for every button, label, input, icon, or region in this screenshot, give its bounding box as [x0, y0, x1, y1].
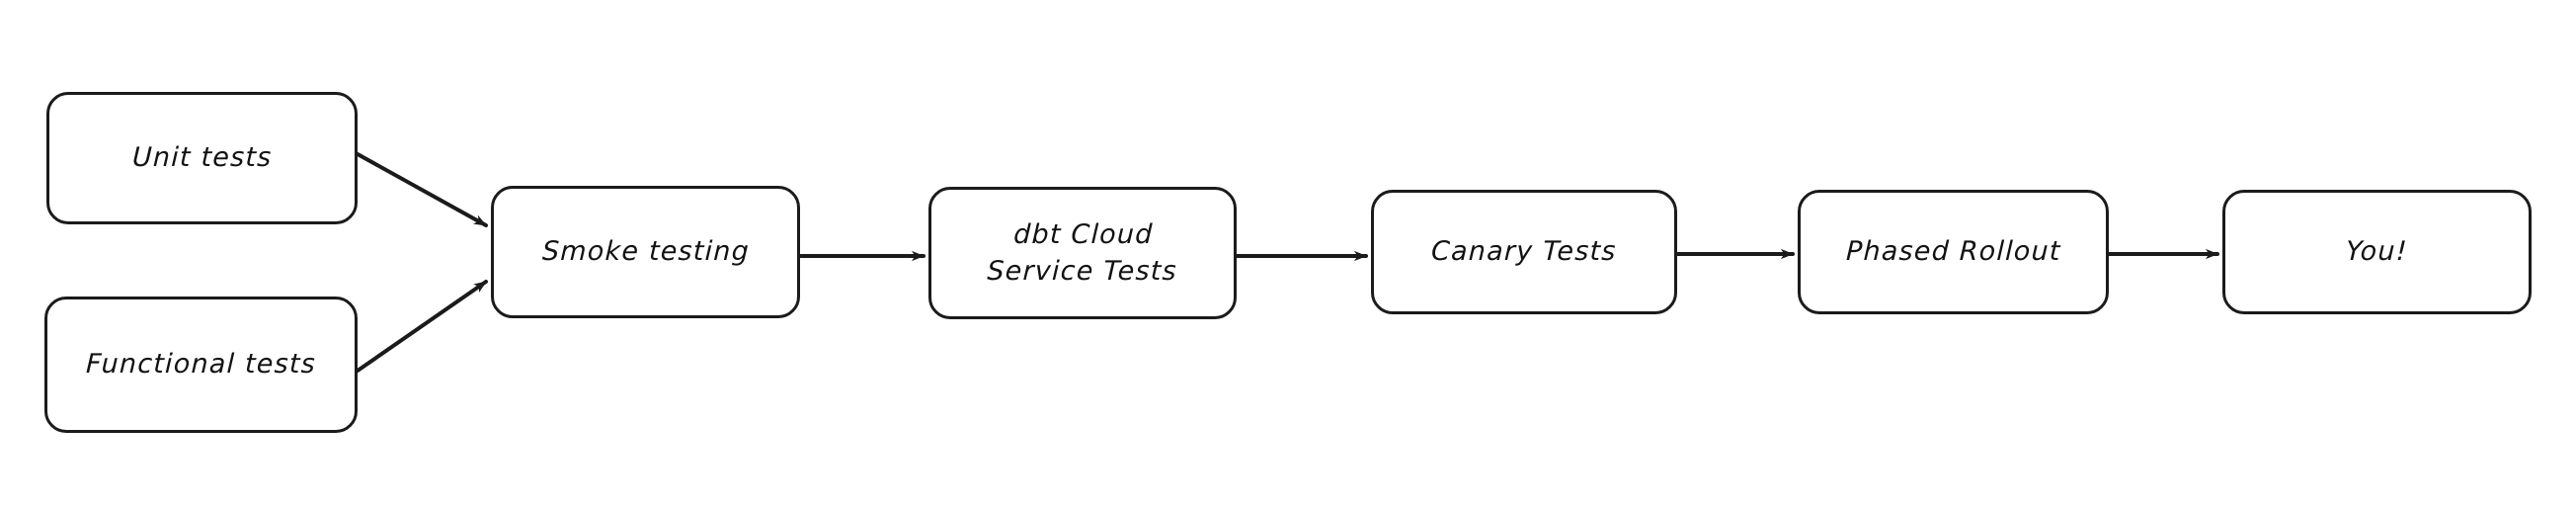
node-you[interactable]: You! — [2222, 190, 2532, 314]
node-label-canary-tests: Canary Tests — [1430, 236, 1618, 268]
node-label-smoke-testing: Smoke testing — [540, 236, 751, 268]
node-functional-tests[interactable]: Functional tests — [44, 297, 358, 433]
node-dbt-cloud-service-tests[interactable]: dbt Cloud Service Tests — [928, 187, 1237, 319]
node-unit-tests[interactable]: Unit tests — [46, 92, 358, 224]
edge-unit-to-smoke — [356, 152, 488, 227]
node-phased-rollout[interactable]: Phased Rollout — [1798, 190, 2109, 314]
edge-functional-to-smoke — [356, 280, 488, 373]
node-label-you: You! — [2345, 236, 2409, 268]
node-label-unit-tests: Unit tests — [131, 142, 273, 174]
node-smoke-testing[interactable]: Smoke testing — [491, 186, 800, 318]
node-canary-tests[interactable]: Canary Tests — [1371, 190, 1677, 314]
node-label-dbt-cloud-service-tests: dbt Cloud Service Tests — [986, 218, 1178, 287]
node-label-phased-rollout: Phased Rollout — [1845, 236, 2061, 268]
node-label-functional-tests: Functional tests — [85, 349, 317, 381]
